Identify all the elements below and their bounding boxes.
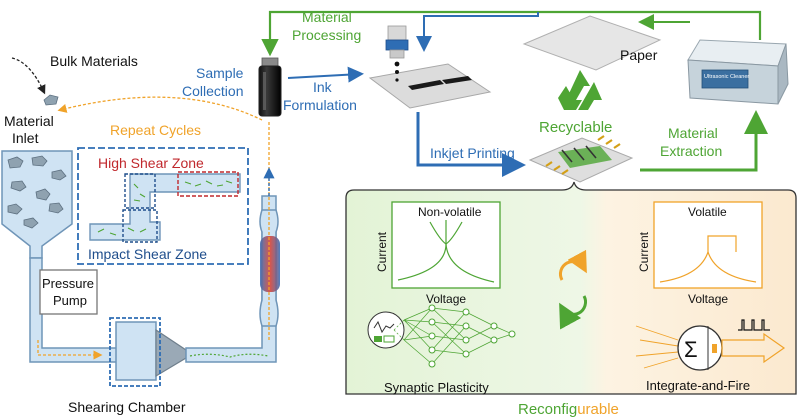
heat-exchanger-heater [260,236,280,292]
high-shear-zone-label: High Shear Zone [98,155,204,171]
synaptic-plasticity-label: Synaptic Plasticity [384,380,489,395]
material-processing-label-line1: Material [302,9,352,25]
inkjet-printhead-icon [385,25,409,82]
spike-train-icon [738,319,770,331]
sample-collection-label-line2: Collection [182,83,243,99]
paper-label: Paper [620,47,658,63]
impact-shear-zone-box [122,209,158,243]
pressure-pump-label-line1: Pressure [42,276,94,291]
printing-recycling-cycle: Material Processing Ink Formulation Pape… [261,9,789,183]
inlet-flow-arrow [37,340,103,360]
ultrasonic-cleaner-label: Ultrasonic Cleaner [704,74,749,80]
synapse-icon [367,311,405,349]
shearing-chamber-label: Shearing Chamber [68,399,186,415]
material-processing-label-line2: Processing [292,27,361,43]
ink-formulation-label-line1: Ink [313,79,333,95]
shear-zone-inset [77,147,249,265]
hopper-flakes [7,155,67,229]
integrate-and-fire-label: Integrate-and-Fire [646,378,750,393]
material-inlet-label-line2: Inlet [12,130,39,146]
shearing-chamber-dashed-frame [109,317,161,387]
pressure-pump-box [39,269,98,315]
volatile-label: Volatile [688,205,727,219]
paper-supply-arrow [416,12,539,52]
ink-formulation-arrow [287,66,364,83]
pressure-pump-label-line2: Pump [53,293,87,308]
sigma-symbol: Σ [684,337,698,362]
bulk-materials-arrow [11,57,46,95]
sample-vial [258,57,282,117]
shear-channel [89,173,241,241]
sample-collection-label-line1: Sample [196,65,244,81]
material-extraction-label-line1: Material [668,125,718,141]
inkjet-printing-label: Inkjet Printing [430,145,515,161]
high-shear-zone-box [177,171,239,197]
bulk-flake-icon [43,94,59,106]
non-volatile-label: Non-volatile [418,205,482,219]
integrate-and-fire-icon: Σ [635,319,786,371]
ink-formulation-label-line2: Formulation [283,97,357,113]
recycle-icon [558,70,602,110]
voltage-axis-label-left: Voltage [426,292,466,306]
printed-device-icon [528,135,634,183]
current-axis-label-left: Current [375,231,389,272]
reconfigurable-label: Reconfigurable [518,401,619,418]
reconfigurable-panel: Non-volatile Current Voltage Volatile Cu… [345,181,797,418]
voltage-axis-label-right: Voltage [688,292,728,306]
paper-sheet [522,15,662,71]
switch-arrow-orange [558,249,587,281]
material-extraction-arrow [640,110,768,172]
ultrasonic-cleaner-icon: Ultrasonic Cleaner [687,39,789,105]
current-axis-label-right: Current [637,231,651,272]
neural-network-icon [393,307,513,365]
impact-shear-zone-label: Impact Shear Zone [88,246,207,262]
switch-arrow-green [559,295,588,330]
material-processing-loop-arrow [261,10,762,57]
material-extraction-label-line2: Extraction [660,143,722,159]
bulk-materials-label: Bulk Materials [50,53,138,69]
recyclable-label: Recyclable [539,119,612,136]
inkjet-printing-arrow [416,112,526,177]
repeat-cycles-arrow [57,96,263,121]
repeat-cycles-label: Repeat Cycles [110,122,201,138]
shear-processing-section: Bulk Materials Material Inlet Pressure P… [1,53,282,415]
material-inlet-label-line1: Material [4,113,54,129]
